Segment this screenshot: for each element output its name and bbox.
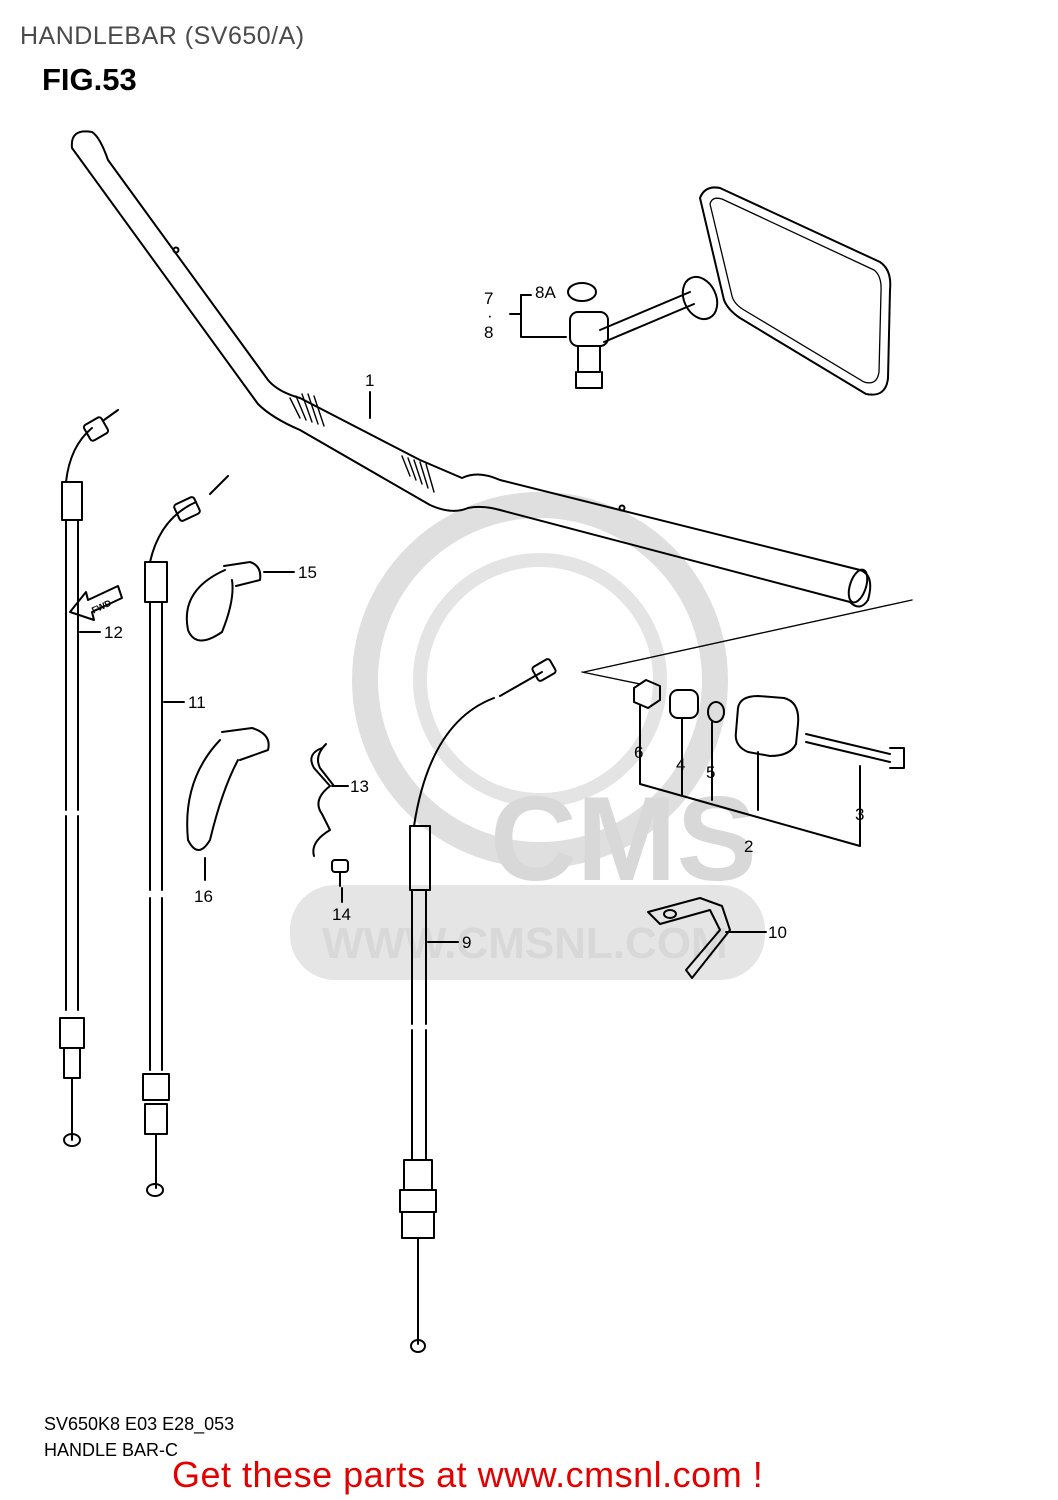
balancer-weight	[734, 695, 800, 757]
callout-1: 1	[365, 371, 374, 390]
callout-8a: 8A	[535, 283, 556, 302]
callout-dot: ·	[487, 306, 493, 325]
callout-3: 3	[855, 805, 864, 824]
watermark-url: WWW.CMSNL.COM	[322, 919, 728, 968]
throttle-cable-12	[59, 409, 119, 1147]
callout-15: 15	[298, 563, 317, 582]
callout-10: 10	[768, 923, 787, 942]
fwd-arrow-icon	[69, 585, 123, 621]
callout-11: 11	[188, 693, 206, 712]
callout-9: 9	[462, 933, 471, 952]
diagram-name: HANDLE BAR-C	[44, 1440, 179, 1460]
clutch-cable-9	[399, 658, 557, 1353]
callout-16: 16	[194, 887, 213, 906]
throttle-cable-11	[142, 475, 229, 1197]
mirror	[567, 186, 892, 396]
page-title: HANDLEBAR (SV650/A)	[20, 22, 305, 50]
callout-7: 7	[484, 289, 493, 308]
cable-clamp-15	[185, 561, 262, 642]
cable-clamp-16	[186, 727, 270, 851]
callout-2: 2	[744, 837, 753, 856]
nut-6	[633, 679, 661, 709]
clamp-13	[310, 743, 335, 857]
callout-14: 14	[332, 905, 351, 924]
mirror-leader	[520, 294, 567, 338]
watermark-brand: CMS	[490, 772, 757, 906]
screw-3	[805, 733, 905, 769]
cta-link[interactable]: Get these parts at www.cmsnl.com !	[172, 1454, 764, 1495]
diagram-code: SV650K8 E03 E28_053	[44, 1414, 235, 1434]
callout-4: 4	[676, 755, 685, 774]
spacer-4	[669, 689, 699, 719]
callout-12: 12	[104, 623, 123, 642]
bracket-10	[647, 897, 731, 979]
fwd-label: FWD	[90, 598, 113, 616]
callout-13: 13	[350, 777, 369, 796]
handlebar	[70, 130, 872, 608]
figure-number: FIG.53	[42, 62, 137, 97]
bolt-14	[331, 859, 349, 887]
callout-5: 5	[706, 763, 715, 782]
callout-6: 6	[634, 743, 643, 762]
callout-8: 8	[484, 323, 493, 342]
washer-5	[707, 701, 725, 723]
watermark-logo: CMS WWW.CMSNL.COM	[290, 492, 765, 980]
